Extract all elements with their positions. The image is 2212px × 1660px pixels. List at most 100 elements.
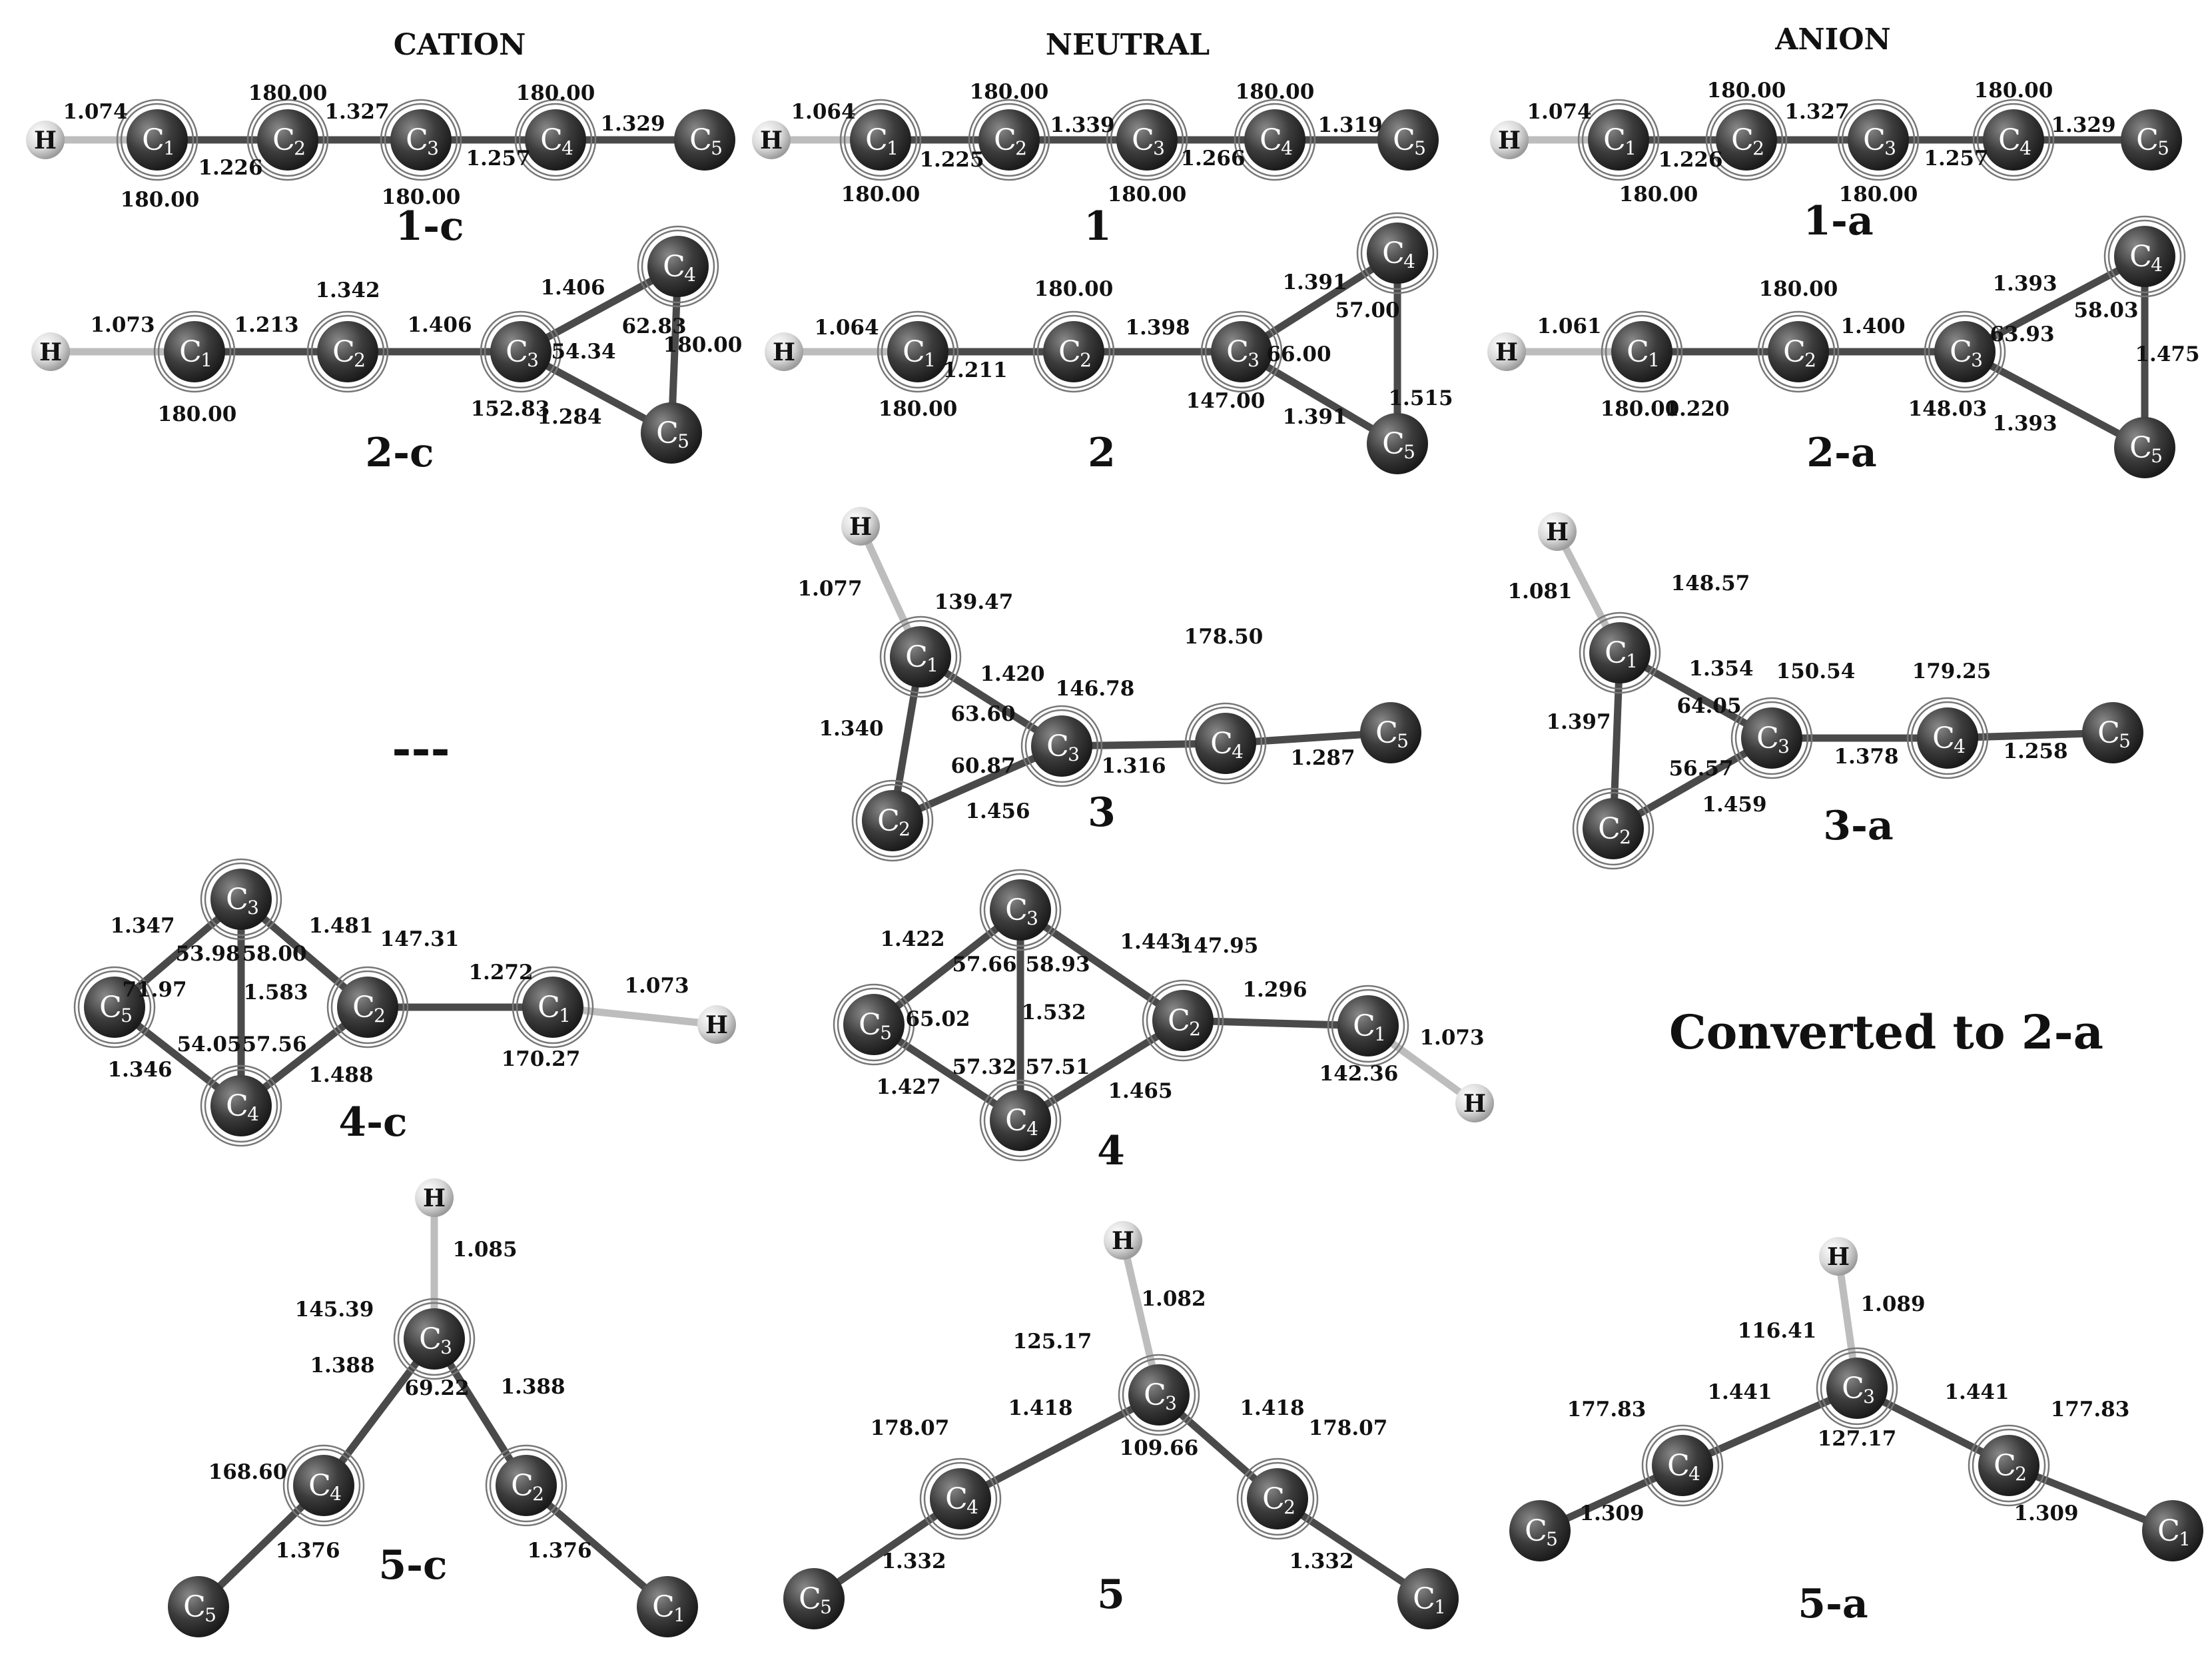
- m5c-measurement-3: 1.388: [500, 1375, 565, 1399]
- carbon-sphere: [674, 109, 735, 171]
- m2a-bond-4: [1961, 348, 2149, 452]
- m3a-angle-arc-0: [1579, 612, 1661, 694]
- m4-atom-h: H: [1455, 1084, 1494, 1122]
- m2a-atom-h: H: [1487, 332, 1526, 371]
- hydrogen-sphere: [26, 121, 65, 159]
- m1-atom-c5: C5: [1377, 109, 1439, 171]
- m1a-atom-h: H: [1490, 121, 1529, 159]
- carbon-sphere: [1211, 321, 1272, 382]
- m3a-measurement-1: 148.57: [1671, 572, 1750, 596]
- m1c-angle-arc-2: [380, 99, 462, 181]
- atom-index: 5: [1546, 1528, 1558, 1550]
- atom-symbol: C: [226, 883, 248, 917]
- m1a-angle-arc-inner-1: [1709, 103, 1784, 177]
- atom-symbol: C: [1950, 335, 1972, 369]
- carbon-sphere: [1583, 798, 1644, 859]
- m1a-atom-c5: C5: [2121, 109, 2182, 171]
- m5c-measurement-0: 1.085: [452, 1238, 517, 1262]
- m5a-atom-c4: C4: [1652, 1435, 1713, 1496]
- carbon-sphere: [862, 790, 923, 851]
- m3-bond-3: [889, 742, 1066, 825]
- m1-measurement-2: 1.339: [1050, 113, 1114, 137]
- m4c-measurement-8: 1.073: [624, 974, 689, 998]
- m3a-label: 3-a: [1823, 803, 1894, 849]
- m4-measurement-9: 57.51: [1025, 1055, 1090, 1079]
- m1-measurement-4: 1.319: [1317, 113, 1382, 137]
- hydrogen-sphere: [1455, 1084, 1494, 1122]
- m3-measurement-6: 63.60: [950, 702, 1015, 726]
- m4-angle-arc-inner-4: [1331, 989, 1405, 1063]
- m1c-atom-c4: C4: [525, 109, 586, 171]
- m4-angle-arc-2: [979, 1079, 1062, 1162]
- atom-symbol: C: [1353, 1009, 1375, 1043]
- m1a-angle-arc-3: [1972, 99, 2055, 181]
- m4c-angle-arc-2: [200, 1064, 282, 1147]
- atom-index: 5: [1397, 730, 1409, 752]
- atom-symbol: C: [799, 1582, 821, 1616]
- m5c-atom-c3: C3: [404, 1308, 465, 1370]
- m5a-measurement-3: 1.441: [1707, 1380, 1772, 1404]
- m4-measurement-8: 57.32: [952, 1055, 1016, 1079]
- m4c-measurement-0: 1.347: [110, 914, 175, 938]
- m3-atom-h: H: [841, 507, 880, 546]
- m4c-measurement-4: 58.00: [242, 942, 306, 966]
- m2-angle-arc-inner-2: [1204, 314, 1279, 389]
- carbon-sphere: [317, 321, 378, 382]
- m3-atom-c2: C2: [862, 790, 923, 851]
- m4c-measurement-3: 53.98: [175, 942, 240, 966]
- m2a-measurement-6: 180.00: [1601, 397, 1680, 421]
- m2a-angle-arc-inner-3: [2107, 219, 2182, 294]
- m5a-measurement-8: 1.309: [2014, 1501, 2078, 1525]
- m2c-atom-c3: C3: [490, 321, 552, 382]
- atom-index: 4: [247, 1103, 259, 1125]
- m3a-measurement-7: 56.57: [1668, 757, 1733, 781]
- m4-measurement-6: 1.532: [1021, 1001, 1086, 1025]
- m1-atom-c1: C1: [850, 109, 911, 171]
- atom-index: 4: [1232, 741, 1244, 763]
- m4c-measurement-13: 170.27: [502, 1047, 581, 1071]
- atom-symbol: C: [1046, 729, 1069, 763]
- m4-angle-arc-inner-0: [983, 873, 1058, 947]
- m4-atom-c4: C4: [990, 1090, 1051, 1151]
- carbon-sphere: [1983, 109, 2044, 171]
- m1c-angle-arc-0: [116, 99, 198, 181]
- atom-symbol: H: [1827, 1243, 1850, 1271]
- m2c-measurement-7: 180.00: [158, 402, 237, 426]
- m4-measurement-10: 1.427: [876, 1075, 940, 1099]
- m1a-measurement-0: 1.074: [1527, 100, 1591, 124]
- m3-atom-c4: C4: [1195, 713, 1256, 774]
- m1a-atom-c3: C3: [1848, 109, 1909, 171]
- m4-measurement-3: 57.66: [952, 953, 1016, 977]
- m1-measurement-1: 1.225: [919, 148, 984, 172]
- m5a-measurement-6: 127.17: [1818, 1427, 1897, 1451]
- carbon-sphere: [930, 1468, 991, 1529]
- m4-angle-arc-inner-1: [837, 987, 911, 1062]
- atom-index: 3: [1884, 137, 1896, 159]
- atom-index: 4: [1281, 137, 1293, 159]
- m3-measurement-2: 1.420: [980, 662, 1044, 686]
- m2-bond-3: [1238, 249, 1401, 356]
- carbon-sphere: [257, 109, 318, 171]
- atom-index: 4: [684, 264, 696, 286]
- m5-measurement-6: 109.66: [1120, 1436, 1199, 1460]
- m1-label: 1: [1084, 203, 1112, 250]
- m3-atom-c3: C3: [1031, 715, 1092, 777]
- m4c-angle-arc-inner-0: [204, 862, 278, 937]
- m1-angle-arc-inner-2: [1110, 103, 1184, 177]
- m1-atom-c4: C4: [1244, 109, 1305, 171]
- atom-symbol: C: [1413, 1582, 1435, 1616]
- m2c-angle-arc-inner-3: [641, 229, 715, 304]
- measurement-labels-layer: 1.0741.2261.3271.2571.329180.00180.00180…: [63, 79, 2199, 1627]
- m2-measurement-3: 1.391: [1282, 270, 1347, 294]
- m1c-measurement-1: 1.226: [198, 156, 262, 180]
- atom-index: 3: [1971, 349, 1983, 371]
- m1c-atom-c1: C1: [127, 109, 188, 171]
- carbon-sphere: [1031, 715, 1092, 777]
- atom-index: 5: [711, 137, 723, 159]
- m3a-angle-arc-inner-0: [1583, 616, 1657, 690]
- m1a-angle-arc-2: [1837, 99, 1920, 181]
- carbon-sphere: [1367, 222, 1428, 284]
- hydrogen-sphere: [841, 507, 880, 546]
- m2c-measurement-1: 1.213: [234, 313, 298, 337]
